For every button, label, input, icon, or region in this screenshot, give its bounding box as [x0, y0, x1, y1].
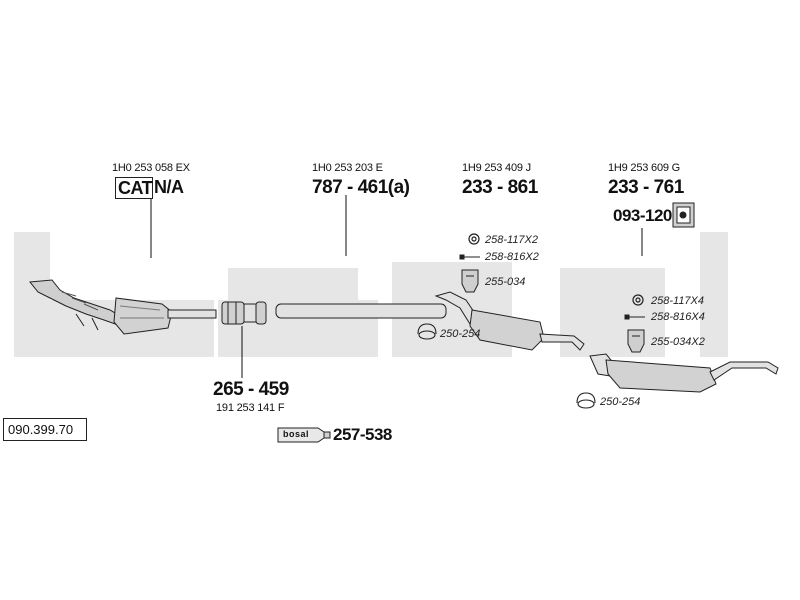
catalytic-converter-drawing	[29, 279, 217, 335]
rear-hanger-part: 255-034X2	[651, 336, 705, 348]
washer-ring-icon	[632, 294, 644, 306]
rubber-hanger-icon	[627, 329, 645, 353]
rear-silencer-oem-number: 1H9 253 609 G	[608, 162, 681, 174]
connector-oem-number: 191 253 141 F	[216, 402, 285, 414]
catalog-number-box: 090.399.70	[3, 418, 87, 441]
middle-silencer-part-number: 233 - 861	[462, 177, 538, 198]
clamp-icon	[221, 301, 267, 325]
catalog-number: 090.399.70	[8, 422, 74, 437]
cat-label-box: CAT	[115, 177, 153, 199]
catalyst-oem-number: 1H0 253 058 EX	[112, 162, 190, 174]
rubber-mount-icon	[576, 392, 596, 409]
catalyst-part-number: N/A	[154, 177, 184, 197]
cat-label: CAT	[118, 178, 153, 198]
rear-silencer-part-number: 233 - 761	[608, 177, 684, 198]
rear-bolt-part: 258-816X4	[651, 311, 705, 323]
bosal-watermark	[14, 232, 728, 357]
bolt-icon	[459, 254, 480, 260]
middle-bolt-part: 258-816X2	[485, 251, 539, 263]
front-pipe-drawing	[275, 303, 447, 319]
connector-part-number: 265 - 459	[213, 379, 289, 400]
middle-hanger-part: 255-034	[485, 276, 526, 288]
mount-bracket-icon	[672, 202, 695, 228]
rear-silencer-drawing	[589, 353, 779, 393]
middle-mount-part: 250-254	[440, 328, 481, 340]
washer-ring-icon	[468, 233, 480, 245]
rubber-mount-icon	[417, 323, 437, 340]
middle-silencer-oem-number: 1H9 253 409 J	[462, 162, 531, 174]
assembly-paste-part-number: 257-538	[333, 425, 392, 444]
leader-lines	[150, 195, 643, 378]
rear-washer-part: 258-117X4	[651, 295, 705, 307]
front-pipe-part-number: 787 - 461(a)	[312, 177, 410, 198]
middle-silencer-drawing	[434, 291, 585, 351]
rubber-hanger-icon	[461, 269, 479, 293]
rear-mount-part: 250-254	[600, 396, 641, 408]
bolt-icon	[624, 314, 645, 320]
middle-washer-part: 258-117X2	[485, 234, 539, 246]
front-pipe-oem-number: 1H0 253 203 E	[312, 162, 383, 174]
bosal-logo: bosal	[283, 429, 310, 439]
rear-mount-part-number: 093-120	[613, 206, 672, 225]
paste-tube-icon	[277, 427, 331, 443]
